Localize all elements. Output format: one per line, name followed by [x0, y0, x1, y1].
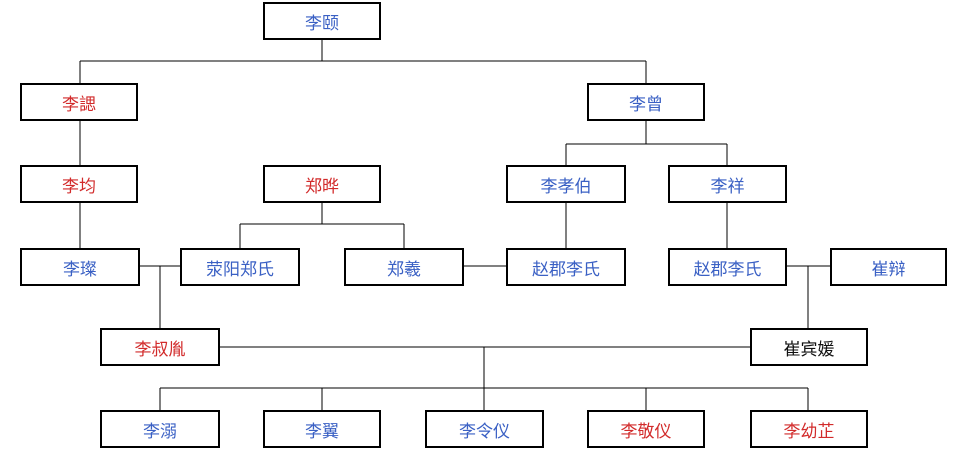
node-li-xiang: 李祥 — [668, 165, 787, 203]
node-li-can: 李璨 — [20, 248, 140, 286]
node-zheng-xi: 郑羲 — [344, 248, 464, 286]
node-xingyang-zheng: 荥阳郑氏 — [180, 248, 300, 286]
node-li-yi2: 李翼 — [263, 410, 381, 448]
node-li-ceng: 李曾 — [587, 83, 705, 121]
node-li-jun: 李均 — [20, 165, 138, 203]
node-li-si: 李諰 — [20, 83, 138, 121]
node-cui-bian: 崔辩 — [830, 248, 947, 286]
node-li-xiaobo: 李孝伯 — [506, 165, 626, 203]
node-li-ni: 李溺 — [100, 410, 220, 448]
node-zheng-ye: 郑晔 — [263, 165, 381, 203]
node-li-shuyin: 李叔胤 — [100, 328, 220, 366]
node-li-lingyi: 李令仪 — [425, 410, 544, 448]
node-li-youzhi: 李幼芷 — [750, 410, 868, 448]
node-li-jingyi: 李敬仪 — [587, 410, 705, 448]
node-li-yi: 李颐 — [263, 2, 381, 40]
node-zhaojun-li-1: 赵郡李氏 — [506, 248, 626, 286]
node-cui-binyuan: 崔宾媛 — [750, 328, 868, 366]
node-zhaojun-li-2: 赵郡李氏 — [668, 248, 787, 286]
